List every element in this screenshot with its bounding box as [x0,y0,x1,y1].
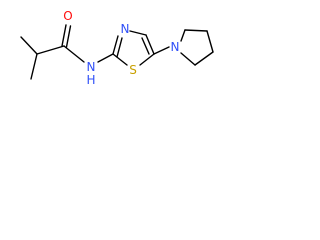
sulfur-label: S [129,63,137,77]
bond-pyr-3 [206,30,214,53]
bond-pyr-1 [180,29,186,42]
bond-nitrogen-thiazole [97,53,114,63]
structure-canvas: O N H N S N [0,0,242,103]
bond-c4-c5-a [145,34,155,55]
bond-s1-c2 [112,53,128,66]
bond-c2-n3-a [112,35,119,55]
bond-c4-c5-b [141,37,150,55]
bond-n3-c4 [129,30,147,36]
bond-c5-pyrrolidine [153,46,170,55]
bond-carbonyl-double-b [65,25,72,48]
bond-c5-s1 [139,53,155,66]
oxygen-label: O [63,9,72,23]
thiazole-nitrogen-label: N [121,22,130,36]
amide-hydrogen-label: H [86,73,95,87]
bond-methyl-upper [20,36,38,55]
bond-isopropyl-carbonyl [36,45,65,55]
bond-c2-n3-b [116,37,123,58]
molecule-diagram: O N H N S N [20,9,214,87]
bond-pyr-4 [194,51,214,66]
amide-nitrogen-label: N [87,60,96,74]
bond-pyr-5 [180,52,196,66]
bond-carbonyl-double-a [61,24,67,47]
bond-methyl-lower [30,53,38,80]
bond-pyr-2 [184,29,208,32]
pyrrolidine-nitrogen-label: N [171,40,180,54]
bond-carbonyl-nitrogen [63,45,85,63]
